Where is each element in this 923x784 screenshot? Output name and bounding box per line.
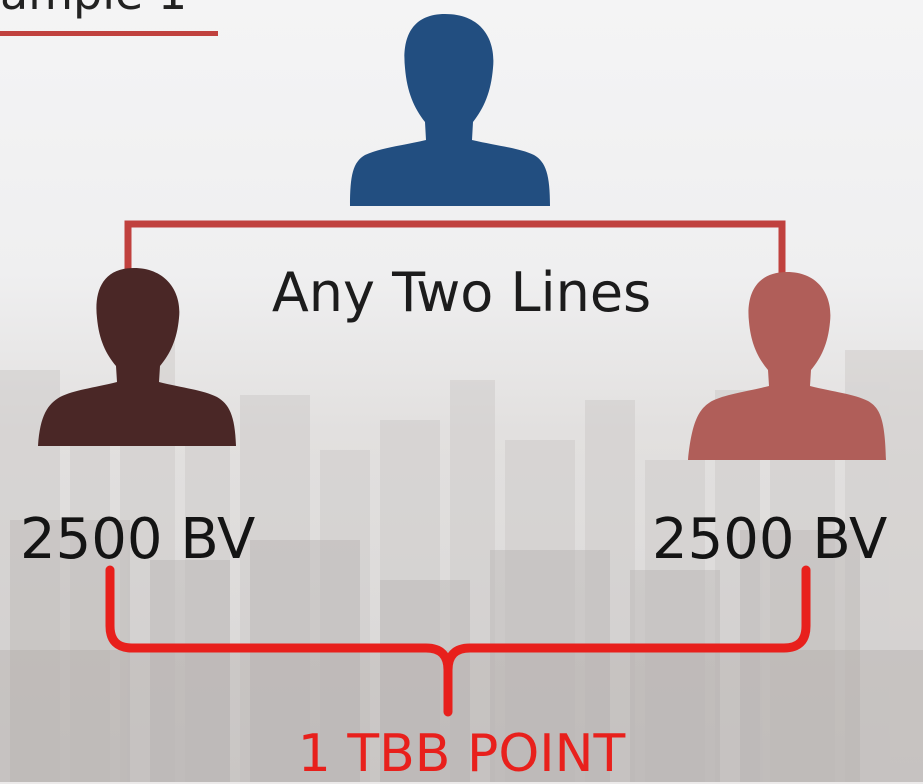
result-label: 1 TBB POINT xyxy=(297,724,626,784)
right-bv-value: 2500 BV xyxy=(652,507,888,572)
bracket-brace xyxy=(105,565,811,717)
connector-line xyxy=(124,220,786,290)
left-bv-value: 2500 BV xyxy=(20,507,256,572)
top-person-icon xyxy=(350,14,550,206)
title-partial: ample 1 xyxy=(0,0,187,16)
title-underline xyxy=(0,31,218,36)
center-label: Any Two Lines xyxy=(271,261,652,324)
left-person-icon xyxy=(38,268,236,446)
right-person-icon xyxy=(688,272,886,460)
